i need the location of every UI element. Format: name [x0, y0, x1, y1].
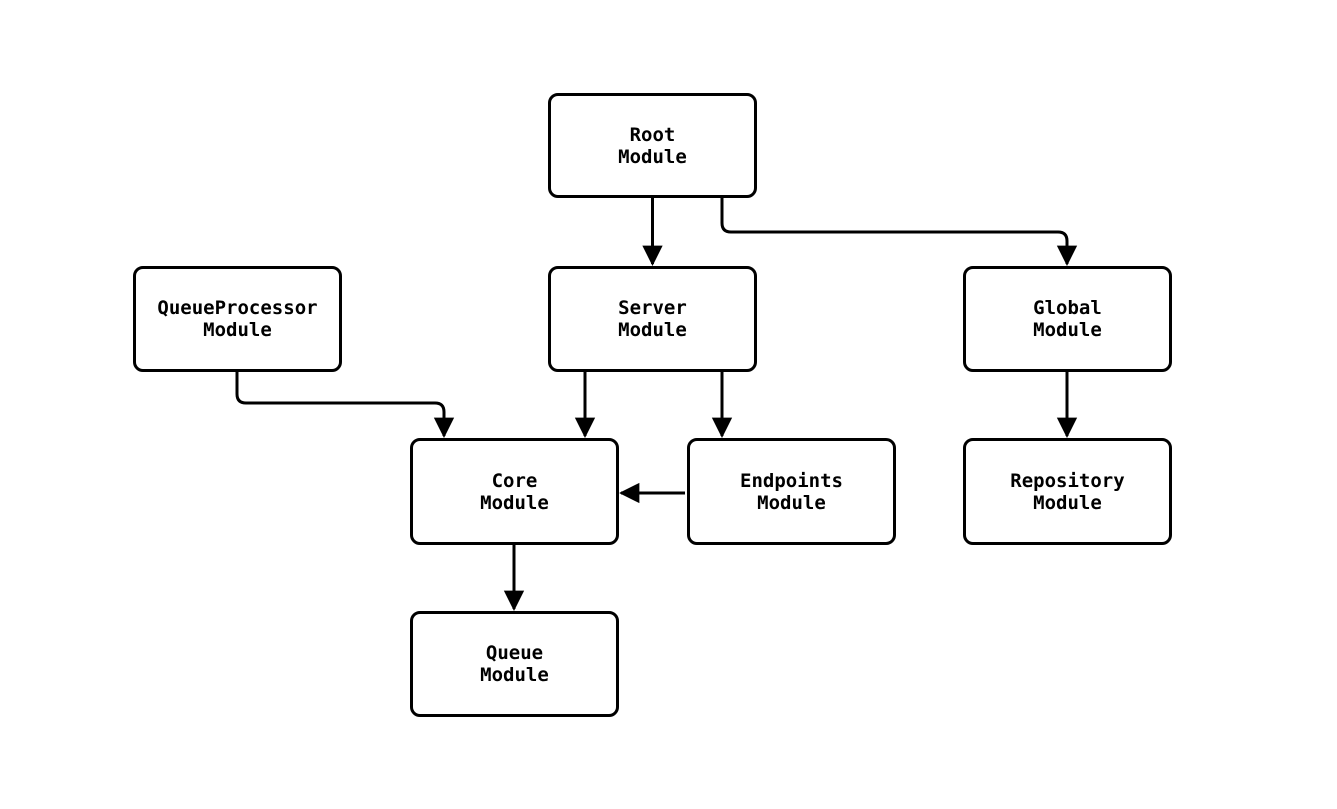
- module-node-label: Global Module: [1033, 297, 1102, 341]
- module-node-label: Repository Module: [1010, 469, 1125, 514]
- edge-queueprocessor-to-core: [235, 372, 444, 436]
- module-node-label: Server Module: [618, 297, 687, 341]
- edge-root-to-global: [720, 198, 1067, 264]
- module-node-queue: Queue Module: [410, 611, 619, 717]
- module-node-label: Root Module: [618, 123, 687, 168]
- module-node-label: QueueProcessor Module: [157, 297, 318, 341]
- module-node-global: Global Module: [963, 266, 1172, 372]
- module-node-queueprocessor: QueueProcessor Module: [133, 266, 342, 372]
- module-node-label: Endpoints Module: [740, 469, 843, 514]
- module-node-repository: Repository Module: [963, 438, 1172, 545]
- module-node-server: Server Module: [548, 266, 757, 372]
- module-node-label: Queue Module: [480, 642, 549, 686]
- module-node-label: Core Module: [480, 469, 549, 514]
- module-node-root: Root Module: [548, 93, 757, 198]
- module-node-endpoints: Endpoints Module: [687, 438, 896, 545]
- module-node-core: Core Module: [410, 438, 619, 545]
